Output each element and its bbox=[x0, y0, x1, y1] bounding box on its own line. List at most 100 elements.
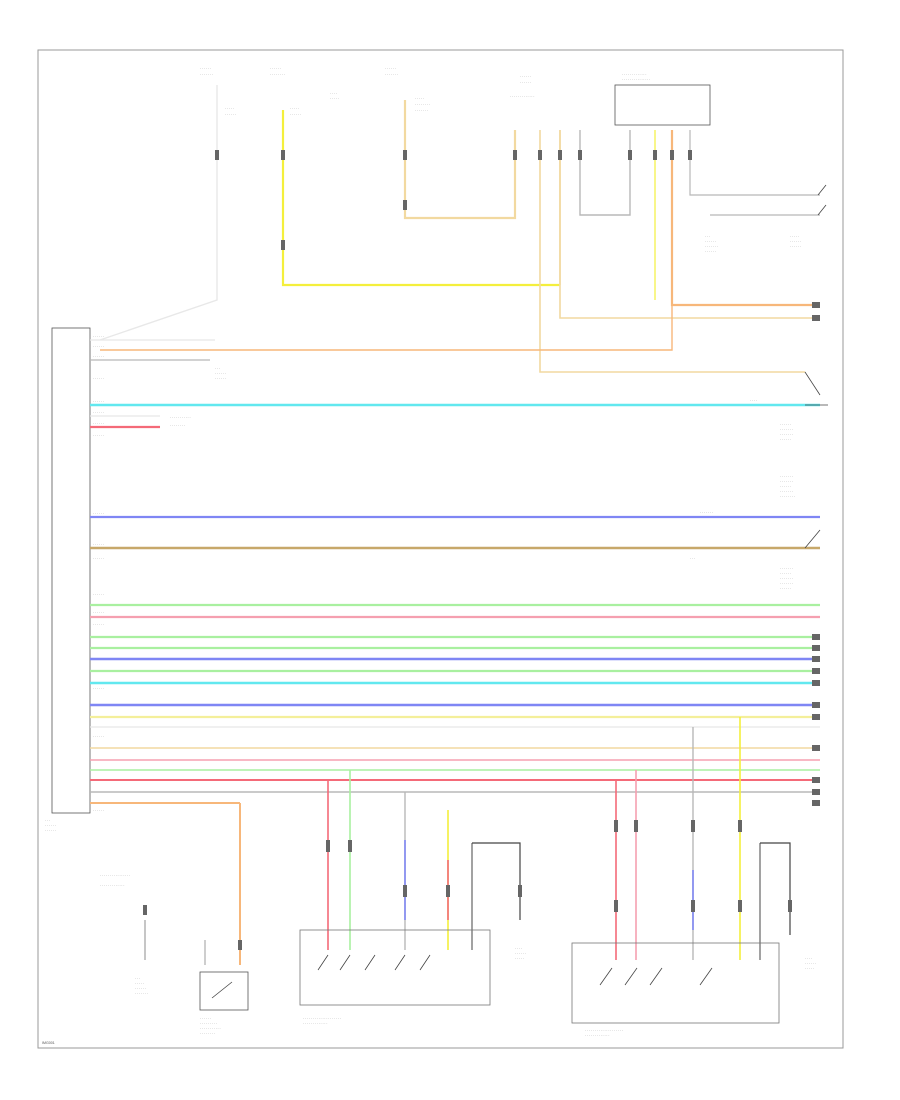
svg-text:· · · · · · · ·: · · · · · · · · bbox=[170, 424, 185, 428]
bottom-right-switch-box bbox=[571, 942, 780, 1024]
svg-text:· · · · · ·: · · · · · · bbox=[290, 113, 301, 117]
wire-orange-right bbox=[670, 130, 820, 307]
right-labels-upper: · · · · · · · · · · · · · · · · · · · · … bbox=[705, 235, 801, 254]
diagram-code: IMG001 bbox=[42, 1041, 55, 1045]
svg-text:· · · · · · ·: · · · · · · · bbox=[780, 490, 793, 494]
svg-text:· · · · ·: · · · · · bbox=[330, 97, 339, 101]
svg-text:· · · ·: · · · · bbox=[515, 947, 522, 951]
wire-tan-to-switch bbox=[539, 130, 805, 373]
svg-text:· · · · · · ·: · · · · · · · bbox=[780, 577, 793, 581]
svg-text:· · · · · ·: · · · · · · bbox=[200, 1017, 211, 1021]
wire-grey-right bbox=[689, 130, 820, 196]
svg-text:· · · · ·: · · · · · bbox=[225, 107, 234, 111]
svg-text:· · · · · ·: · · · · · · bbox=[45, 824, 56, 828]
svg-text:· · ·: · · · bbox=[45, 819, 50, 823]
bottom-connectors bbox=[143, 820, 792, 950]
svg-text:· · · · · ·: · · · · · · bbox=[93, 557, 104, 561]
svg-text:· · · · · ·: · · · · · · bbox=[93, 377, 104, 381]
svg-text:· · · · · ·: · · · · · · bbox=[705, 240, 716, 244]
svg-text:· · ·: · · · bbox=[705, 235, 710, 239]
svg-text:· · · · · · ·: · · · · · · · bbox=[780, 475, 793, 479]
svg-text:· · · · ·: · · · · · bbox=[415, 97, 424, 101]
svg-text:· · · · · ·: · · · · · · bbox=[780, 485, 791, 489]
svg-text:· · · · · · · · · · ·: · · · · · · · · · · · bbox=[170, 416, 191, 420]
svg-text:· · · · · · · · · · · · · · ·: · · · · · · · · · · · · · · · · · · · · bbox=[585, 1029, 623, 1033]
svg-text:· · · · · · · · · · · · · · ·: · · · · · · · · · · · · · · · · · · · · bbox=[303, 1017, 341, 1021]
svg-text:· · ·: · · · bbox=[690, 557, 695, 561]
svg-text:· · · · · ·: · · · · · · bbox=[780, 587, 791, 591]
svg-text:· · · · · · ·: · · · · · · · bbox=[780, 480, 793, 484]
svg-text:· · · · · ·: · · · · · · bbox=[93, 687, 104, 691]
diagram-frame bbox=[37, 49, 844, 1049]
svg-text:· · ·: · · · bbox=[135, 977, 140, 981]
svg-text:· · · · · ·: · · · · · · bbox=[93, 809, 104, 813]
svg-text:· · · · · ·: · · · · · · bbox=[93, 623, 104, 627]
svg-text:· · · · · · · ·: · · · · · · · · bbox=[780, 495, 795, 499]
svg-text:· · · · · ·: · · · · · · bbox=[93, 400, 104, 404]
svg-text:· · · · ·: · · · · · bbox=[290, 107, 299, 111]
wire-tan-top bbox=[403, 100, 517, 220]
pin-labels: · · · · · · · · · · · · · · · · · · · · … bbox=[93, 335, 104, 813]
legend: · · · · · · · · · · · · · · · · · · · · … bbox=[100, 874, 130, 888]
svg-text:· · · · · ·: · · · · · · bbox=[270, 67, 281, 71]
svg-text:· · · · · ·: · · · · · · bbox=[225, 113, 236, 117]
svg-text:· · · · · ·: · · · · · · bbox=[520, 75, 531, 79]
svg-text:· · · · · · ·: · · · · · · · bbox=[705, 245, 718, 249]
svg-text:· · · ·: · · · · bbox=[750, 399, 757, 403]
bottom-right-wires bbox=[615, 717, 791, 960]
right-terminals bbox=[812, 302, 820, 806]
svg-text:· · · · · ·: · · · · · · bbox=[93, 593, 104, 597]
svg-text:· · · · · ·: · · · · · · bbox=[93, 611, 104, 615]
svg-text:· · · · · ·: · · · · · · bbox=[93, 335, 104, 339]
bottom-left-labels: · · · · · · · · · · · · · · · · · · · · … bbox=[135, 977, 221, 1036]
wire-grey-top bbox=[579, 130, 631, 216]
svg-text:· · · · · · · · · · · · ·: · · · · · · · · · · · · · bbox=[622, 73, 646, 77]
harness-wires bbox=[90, 339, 820, 804]
svg-text:· · · · · ·: · · · · · · bbox=[215, 377, 226, 381]
svg-text:· · · · · ·: · · · · · · bbox=[93, 512, 104, 516]
svg-text:· · · · · · · · · · · · ·: · · · · · · · · · · · · · bbox=[510, 95, 534, 99]
svg-text:· · · · ·: · · · · · bbox=[135, 982, 144, 986]
svg-text:· · · · · · ·: · · · · · · · bbox=[780, 567, 793, 571]
svg-text:· · · · · ·: · · · · · · bbox=[93, 355, 104, 359]
svg-text:· · · ·: · · · · bbox=[805, 957, 812, 961]
svg-text:· · · · · · ·: · · · · · · · bbox=[700, 511, 713, 515]
bottom-left-switch bbox=[199, 971, 249, 1011]
svg-text:· · · · · · · ·: · · · · · · · · bbox=[270, 73, 285, 77]
svg-text:· · · · · · ·: · · · · · · · bbox=[780, 428, 793, 432]
svg-text:· · · · · ·: · · · · · · bbox=[200, 67, 211, 71]
wire-white-1 bbox=[99, 85, 218, 341]
svg-text:· · · · · ·: · · · · · · bbox=[385, 67, 396, 71]
svg-text:· · · · ·: · · · · · bbox=[515, 957, 524, 961]
svg-text:· · · · · · · ·: · · · · · · · · bbox=[415, 103, 430, 107]
svg-text:· · · · · ·: · · · · · · bbox=[215, 372, 226, 376]
svg-text:· · · · · ·: · · · · · · bbox=[780, 423, 791, 427]
svg-text:· · · · · · · ·: · · · · · · · · bbox=[200, 1032, 215, 1036]
svg-text:· · · · · ·: · · · · · · bbox=[790, 240, 801, 244]
svg-text:· · · · · ·: · · · · · · bbox=[520, 81, 531, 85]
bottom-mid-labels: · · · · · · · · · · · · · · · · · · · · … bbox=[303, 947, 526, 1026]
svg-text:· · · · · ·: · · · · · · bbox=[45, 829, 56, 833]
svg-text:· · · · · · · · · · · · ·: · · · · · · · · · · · · · bbox=[585, 1034, 609, 1038]
svg-text:· · · · · ·: · · · · · · bbox=[515, 952, 526, 956]
svg-text:· · · · · · · · · · · · ·: · · · · · · · · · · · · · bbox=[100, 884, 124, 888]
svg-text:· · · · ·: · · · · · bbox=[790, 235, 799, 239]
svg-text:· · · · · · ·: · · · · · · · bbox=[780, 582, 793, 586]
svg-text:· · · · · ·: · · · · · · bbox=[805, 962, 816, 966]
svg-text:· · · · · ·: · · · · · · bbox=[93, 411, 104, 415]
svg-text:· · · · · ·: · · · · · · bbox=[93, 422, 104, 426]
wire-yellow-top bbox=[281, 110, 560, 287]
svg-text:· · · · · ·: · · · · · · bbox=[93, 735, 104, 739]
svg-text:· · · · · ·: · · · · · · bbox=[780, 438, 791, 442]
svg-text:· · · · · · · · · · · · ·: · · · · · · · · · · · · · bbox=[303, 1022, 327, 1026]
bottom-mid-switches bbox=[317, 954, 431, 971]
svg-text:· · · · · · ·: · · · · · · · bbox=[415, 109, 428, 113]
bottom-right-switches bbox=[599, 967, 713, 986]
svg-text:· · · · · · ·: · · · · · · · bbox=[385, 73, 398, 77]
svg-text:· · · · · ·: · · · · · · bbox=[93, 345, 104, 349]
svg-text:· · · · · ·: · · · · · · bbox=[705, 250, 716, 254]
harness-inline-labels: · · · · · · · · · · · · · · · · · · · · … bbox=[170, 367, 795, 591]
svg-text:· · · · · ·: · · · · · · bbox=[93, 543, 104, 547]
svg-text:· · · · · · · · · · · · · · ·: · · · · · · · · · · · · · · · · bbox=[100, 874, 130, 878]
right-switches bbox=[804, 184, 828, 549]
